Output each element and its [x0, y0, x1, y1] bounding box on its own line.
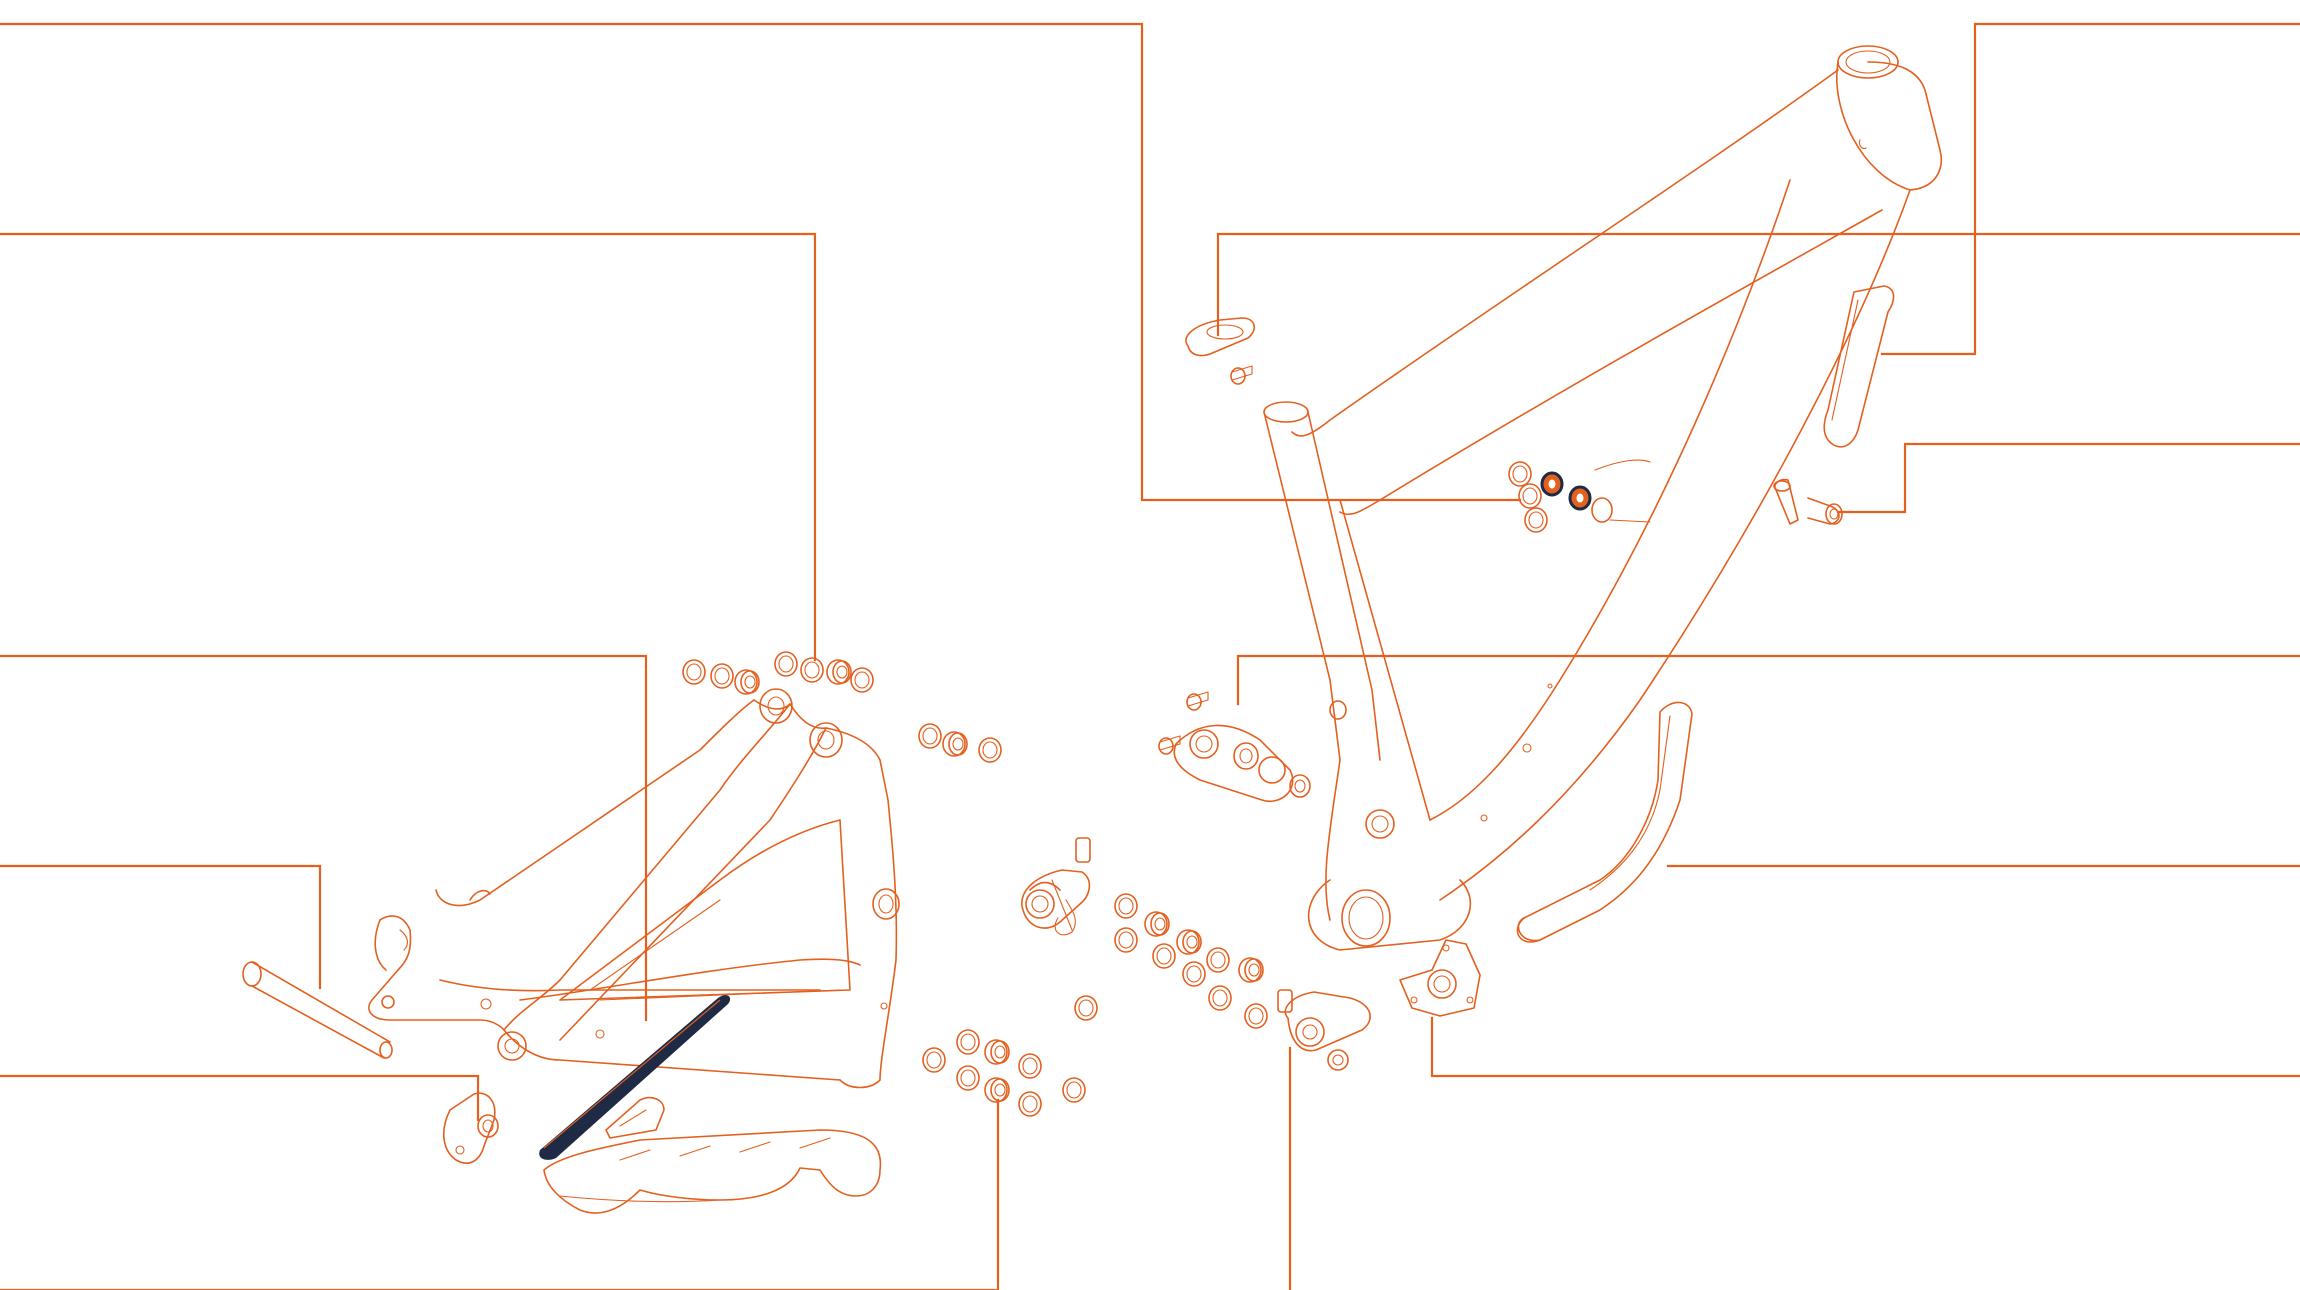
rear-axle: [242, 961, 393, 1059]
leader-line-12: [1430, 1016, 2300, 1078]
derailleur-hanger: [443, 1092, 499, 1164]
rear-triangle: [368, 688, 900, 1089]
bb-isc-mount: [1399, 939, 1481, 1017]
cable-bolt: [1773, 478, 1843, 525]
lower-link-front: [1277, 989, 1371, 1071]
shock-mount-bushings: [1508, 459, 1651, 533]
leader-line-4: [0, 864, 322, 990]
front-triangle: [1263, 45, 1942, 951]
chainstay-guard: [543, 1129, 882, 1214]
leader-line-8: [1216, 232, 2300, 337]
leader-line-3: [0, 654, 648, 1022]
leader-line-9: [1836, 442, 2300, 514]
leader-line-10: [1236, 654, 2300, 706]
lower-link: [1021, 837, 1091, 936]
upper-link: [1158, 691, 1311, 803]
downtube-guard: [1516, 701, 1693, 943]
seat-clamp: [1185, 317, 1255, 357]
chainguide: [605, 1096, 665, 1139]
pivot-bearings-right: [922, 893, 1268, 1117]
leader-lines: [0, 22, 2300, 1290]
leader-line-2: [0, 232, 817, 662]
leader-line-1: [0, 22, 1522, 502]
top-tube-guard: [1823, 285, 1895, 448]
seat-clamp-bolt: [1230, 365, 1253, 385]
leader-line-5: [0, 1074, 480, 1122]
chainstay-protector-dark: [539, 995, 731, 1160]
leader-line-6: [0, 1098, 1000, 1290]
leader-line-7: [1880, 22, 2300, 356]
